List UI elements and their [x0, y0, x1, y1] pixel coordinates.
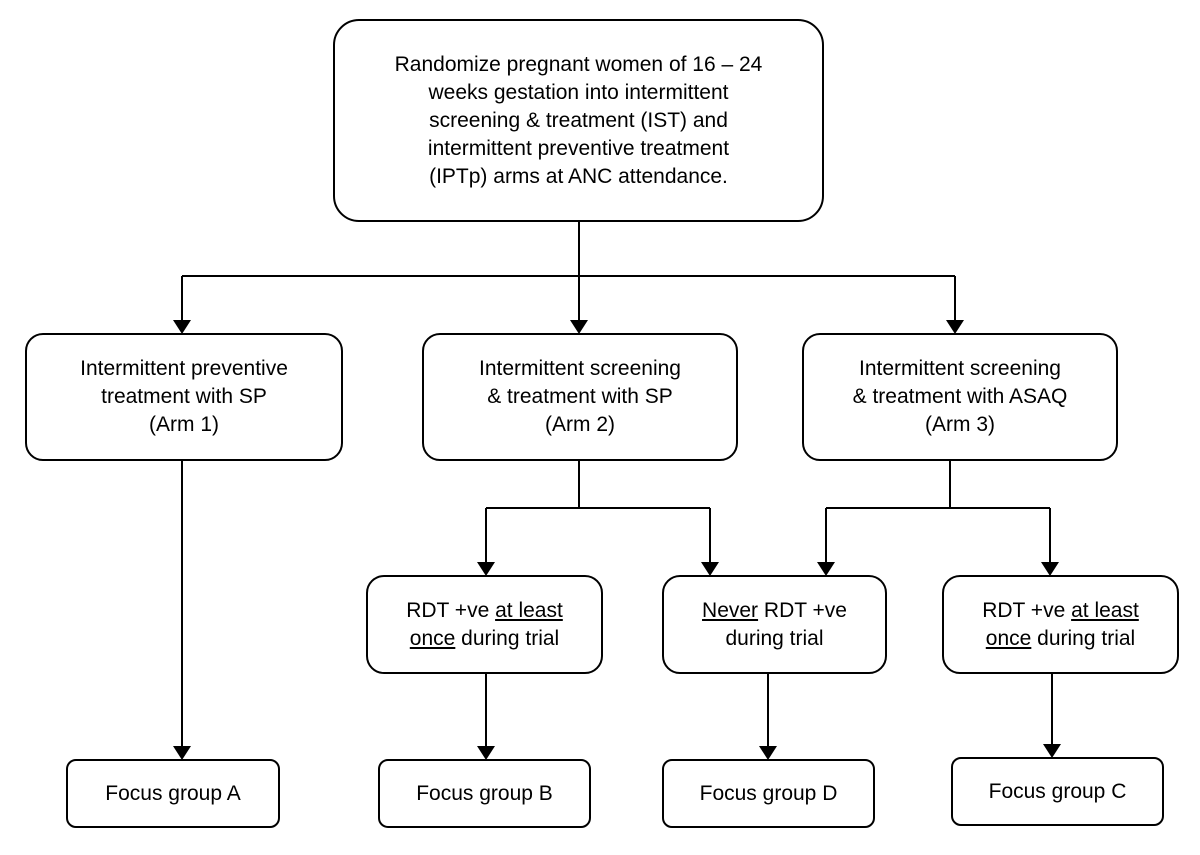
- rdt-positive-arm3-line-1: RDT +ve at least: [982, 597, 1139, 625]
- randomization-line-3: screening & treatment (IST) and: [429, 108, 728, 132]
- focus-group-a-box: Focus group A: [66, 759, 280, 828]
- never-rdt-line-2: during trial: [725, 626, 824, 650]
- arm3-line-2: & treatment with ASAQ: [852, 385, 1068, 408]
- rdt-positive-arm3-line-2: once during trial: [986, 625, 1135, 653]
- never-rdt-positive-box: Never RDT +ve during trial: [662, 575, 887, 674]
- arm3-line-1: Intermittent screening: [859, 357, 1061, 380]
- arm1-box: Intermittent preventive treatment with S…: [25, 333, 343, 461]
- rdt-positive-arm2-emphasis-2: once: [409, 626, 456, 650]
- arm3-box: Intermittent screening & treatment with …: [802, 333, 1118, 461]
- focus-group-a-label: Focus group A: [105, 781, 241, 805]
- rdt-positive-arm2-suffix: during trial: [455, 626, 560, 650]
- rdt-positive-arm2-prefix: RDT +ve: [406, 598, 496, 622]
- focus-group-d-label: Focus group D: [699, 781, 838, 805]
- randomization-line-1: Randomize pregnant women of 16 – 24: [394, 52, 763, 76]
- never-rdt-line-1: Never RDT +ve: [702, 597, 847, 625]
- focus-group-d-box: Focus group D: [662, 759, 875, 828]
- rdt-positive-arm3-box: RDT +ve at least once during trial: [942, 575, 1179, 674]
- rdt-positive-arm3-emphasis: at least: [1071, 598, 1139, 622]
- arm2-line-2: & treatment with SP: [487, 385, 673, 408]
- arm1-line-2: treatment with SP: [101, 385, 267, 408]
- randomization-box: Randomize pregnant women of 16 – 24 week…: [333, 19, 824, 222]
- rdt-positive-arm3-emphasis-2: once: [985, 626, 1032, 650]
- never-rdt-emphasis: Never: [702, 598, 759, 622]
- randomization-line-4: intermittent preventive treatment: [427, 136, 730, 160]
- arm2-line-3: (Arm 2): [545, 413, 615, 436]
- focus-group-c-box: Focus group C: [951, 757, 1164, 826]
- arm3-line-3: (Arm 3): [925, 413, 995, 436]
- focus-group-b-box: Focus group B: [378, 759, 591, 828]
- never-rdt-suffix: RDT +ve: [758, 598, 847, 622]
- rdt-positive-arm3-suffix: during trial: [1031, 626, 1136, 650]
- focus-group-c-label: Focus group C: [988, 779, 1127, 803]
- arm1-line-3: (Arm 1): [149, 413, 219, 436]
- randomization-line-5: (IPTp) arms at ANC attendance.: [429, 164, 728, 188]
- randomization-line-2: weeks gestation into intermittent: [428, 80, 729, 104]
- rdt-positive-arm2-box: RDT +ve at least once during trial: [366, 575, 603, 674]
- arm2-line-1: Intermittent screening: [479, 357, 681, 380]
- rdt-positive-arm2-line-1: RDT +ve at least: [406, 597, 563, 625]
- rdt-positive-arm2-emphasis: at least: [495, 598, 563, 622]
- arm1-line-1: Intermittent preventive: [80, 357, 288, 380]
- arm2-box: Intermittent screening & treatment with …: [422, 333, 738, 461]
- rdt-positive-arm3-prefix: RDT +ve: [982, 598, 1072, 622]
- focus-group-b-label: Focus group B: [416, 781, 553, 805]
- rdt-positive-arm2-line-2: once during trial: [410, 625, 559, 653]
